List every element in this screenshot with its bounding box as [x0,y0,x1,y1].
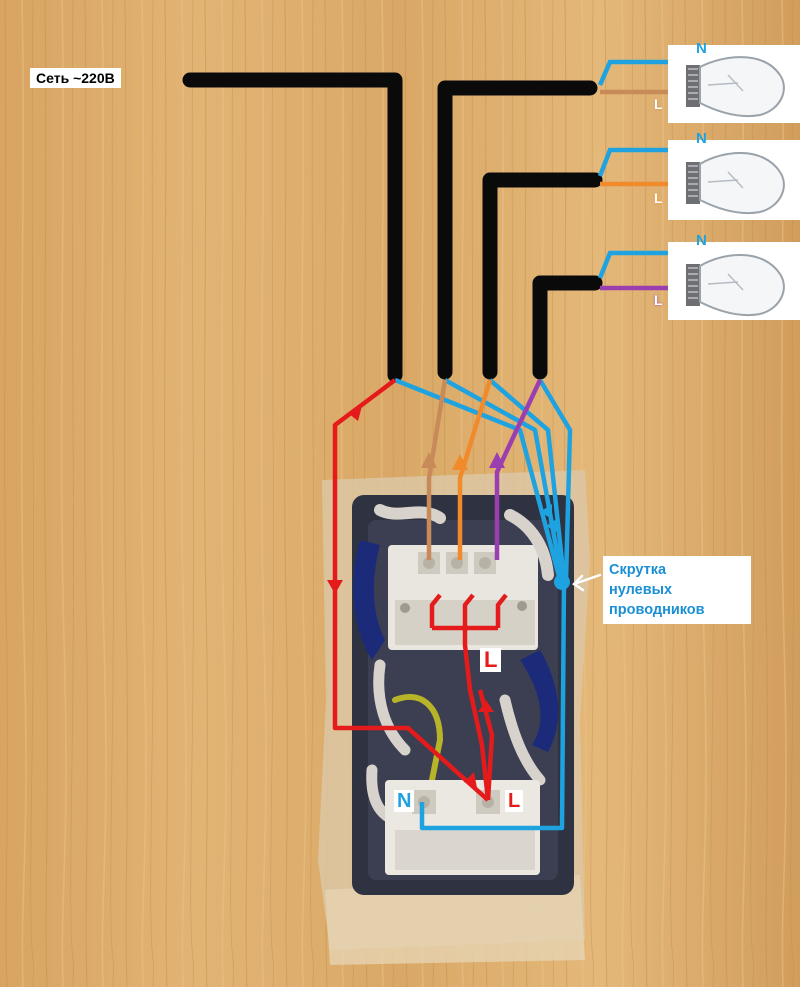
lamp2-live-letter: L [654,190,663,206]
switch-screw-3 [479,557,491,569]
switch-screw-1 [423,557,435,569]
neutral-twist-label-line2: нулевых [609,582,673,598]
neutral-arrow-1 [540,504,552,519]
black-cables [182,72,603,383]
socket-base [395,830,535,870]
lamp1-switched-line [426,379,448,560]
neutral-twist-label-line3: проводников [609,602,705,618]
grey-wire-1 [374,504,446,524]
lamp2-switched-line [457,379,493,560]
neutral-arrows [540,504,558,533]
switch-live-letter: L [480,648,502,672]
bulb-2 [668,140,800,220]
neutral-from-mains [394,377,563,581]
lamp1-neutral-letter: N [696,40,707,57]
lamp2-cable [482,172,603,380]
electrical-tape-left [353,540,385,660]
twist-pointer-arrow [572,573,602,592]
neutral-twist-label-line1: Скрутка [609,562,667,578]
electrical-tape-right [520,650,559,752]
phase-arrow-4 [478,700,494,712]
phase-arrow-1 [348,406,362,421]
mains-cable [182,72,403,383]
switch-key-2 [462,593,475,628]
lamp2-arrow [452,454,468,470]
socket-live-letter: L [505,790,524,812]
neutral-arrow-2 [546,518,558,533]
bracket-screw-right [517,601,527,611]
lamp3-arrow [489,452,505,468]
socket-neutral-letter: N [394,790,415,812]
lamp3-switched-line [494,379,543,560]
yellow-green-earth [392,693,444,793]
plaster-patch-lower [325,875,585,965]
phase-to-switch [462,625,491,801]
grey-wire-2 [504,509,554,581]
grey-wire-3 [373,659,411,756]
lamp1-cable [437,80,598,380]
mains-label: Сеть ~220В [30,68,121,88]
bulb-1 [668,45,800,123]
phase-from-mains [332,378,490,802]
lamp3-cable [532,275,603,380]
phase-conductor [332,378,508,802]
neutral-to-socket [419,579,567,831]
phase-arrows [327,406,494,788]
neutral-from-lamp3 [538,378,573,581]
neutral-twist-node [554,574,570,590]
lamp1-live-letter: L [654,96,663,112]
grey-wire-4 [499,694,546,786]
lamp2-neutral-letter: N [696,130,707,147]
switch-key-3 [495,593,508,628]
lamp3-live-letter: L [654,292,663,308]
phase-arrow-3 [464,772,477,788]
phase-arrow-2 [327,580,343,594]
switched-outputs [426,379,543,560]
lamp3-neutral-letter: N [696,232,707,249]
neutral-twist-label: Скрутка нулевых проводников [603,556,751,624]
lamp1-arrow [421,452,437,468]
bulb-3 [668,242,800,320]
neutral-from-lamp2 [488,378,567,581]
switch-key-1 [429,593,442,628]
bracket-screw-left [400,603,410,613]
